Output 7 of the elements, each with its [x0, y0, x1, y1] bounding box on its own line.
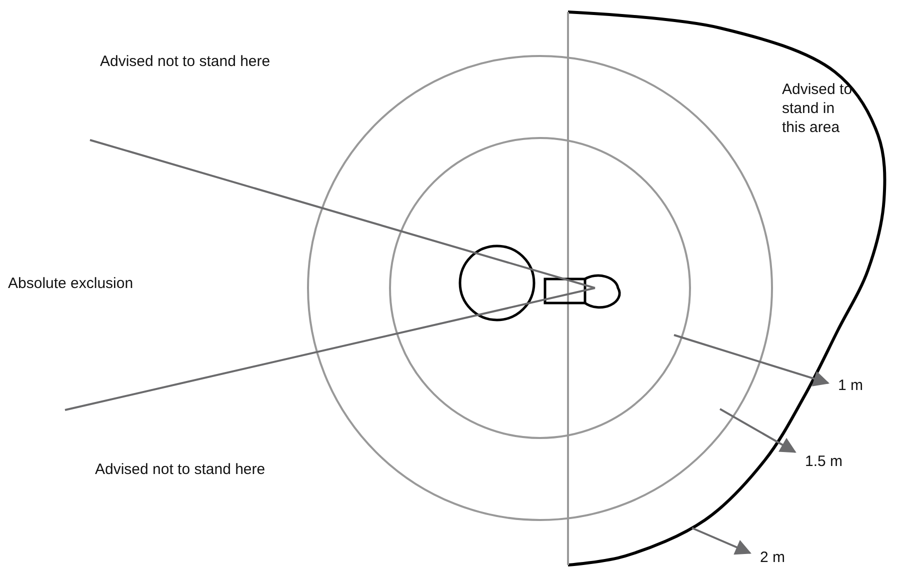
zone-label: 1.5 m — [805, 452, 843, 471]
zone-label: Advised to stand in this area — [782, 80, 854, 137]
zone-label: 2 m — [760, 548, 786, 567]
zone-label: 1 m — [838, 376, 864, 395]
zone-label: Advised not to stand here — [100, 52, 270, 71]
zone-label: Absolute exclusion — [8, 274, 134, 293]
zone-label: Advised not to stand here — [95, 460, 266, 479]
